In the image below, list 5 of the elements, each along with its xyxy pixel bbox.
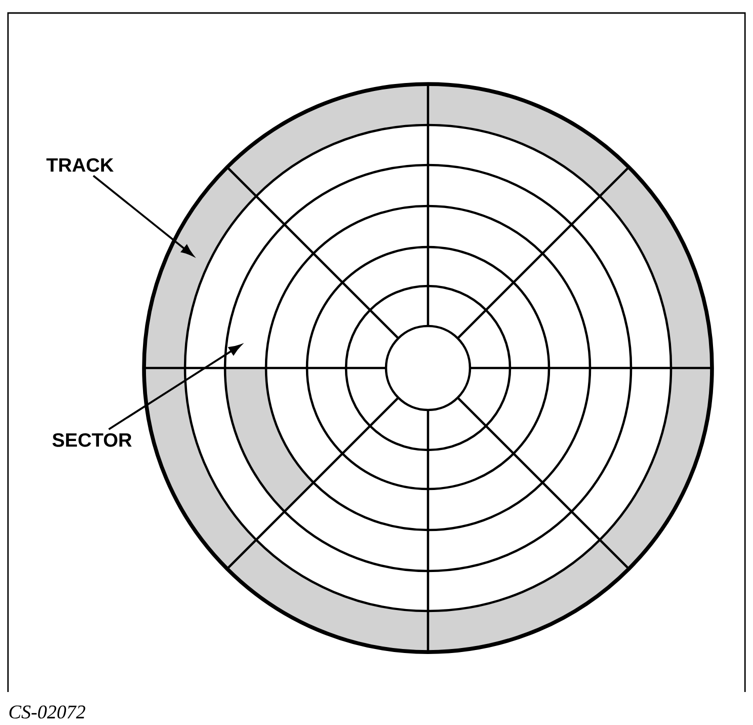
figure-number: CS-02072: [9, 706, 86, 719]
callout-label: TRACK: [46, 158, 114, 172]
leader-arrow: [92, 174, 194, 256]
callout-label: SECTOR: [52, 433, 132, 447]
leader-arrow: [108, 344, 242, 430]
